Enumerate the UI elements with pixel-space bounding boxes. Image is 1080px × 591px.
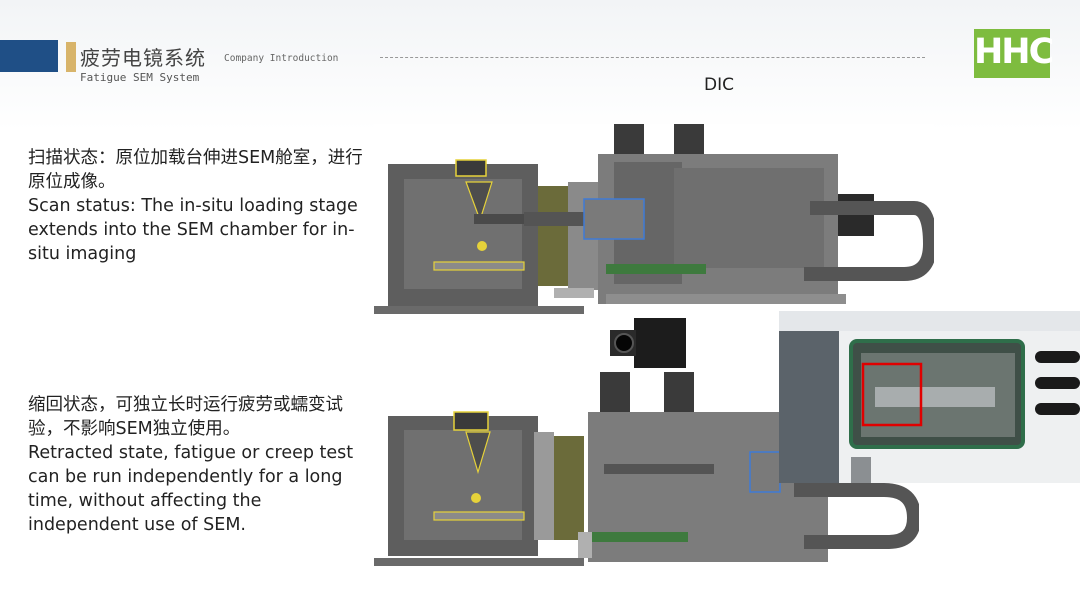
logo-text: HHC (974, 32, 1054, 72)
scan-status-text: 扫描状态：原位加载台伸进SEM舱室，进行原位成像。 Scan status: T… (28, 146, 368, 266)
page-title: 疲劳电镜系统 (80, 46, 206, 70)
page-subtitle: Company Introduction (224, 53, 339, 64)
roi-highlight-box (861, 362, 923, 427)
device-photo (779, 311, 1080, 483)
dic-label: DIC (704, 75, 734, 95)
retracted-status-text: 缩回状态，可独立长时运行疲劳或蠕变试验，不影响SEM独立使用。 Retracte… (28, 393, 368, 537)
header-blue-band (0, 40, 58, 72)
header-gold-bar (66, 42, 76, 72)
scan-status-en: Scan status: The in-situ loading stage e… (28, 196, 358, 264)
header-divider (380, 57, 925, 58)
retracted-stage-diagram (374, 372, 919, 568)
retracted-status-en: Retracted state, fatigue or creep test c… (28, 443, 354, 535)
page-title-english: Fatigue SEM System (80, 71, 200, 84)
company-logo: HHC (974, 29, 1054, 78)
retracted-status-cn: 缩回状态，可独立长时运行疲劳或蠕变试验，不影响SEM独立使用。 (28, 395, 343, 439)
dic-camera-image (610, 318, 686, 368)
scan-status-cn: 扫描状态：原位加载台伸进SEM舱室，进行原位成像。 (28, 148, 363, 192)
extended-stage-diagram (374, 124, 934, 316)
